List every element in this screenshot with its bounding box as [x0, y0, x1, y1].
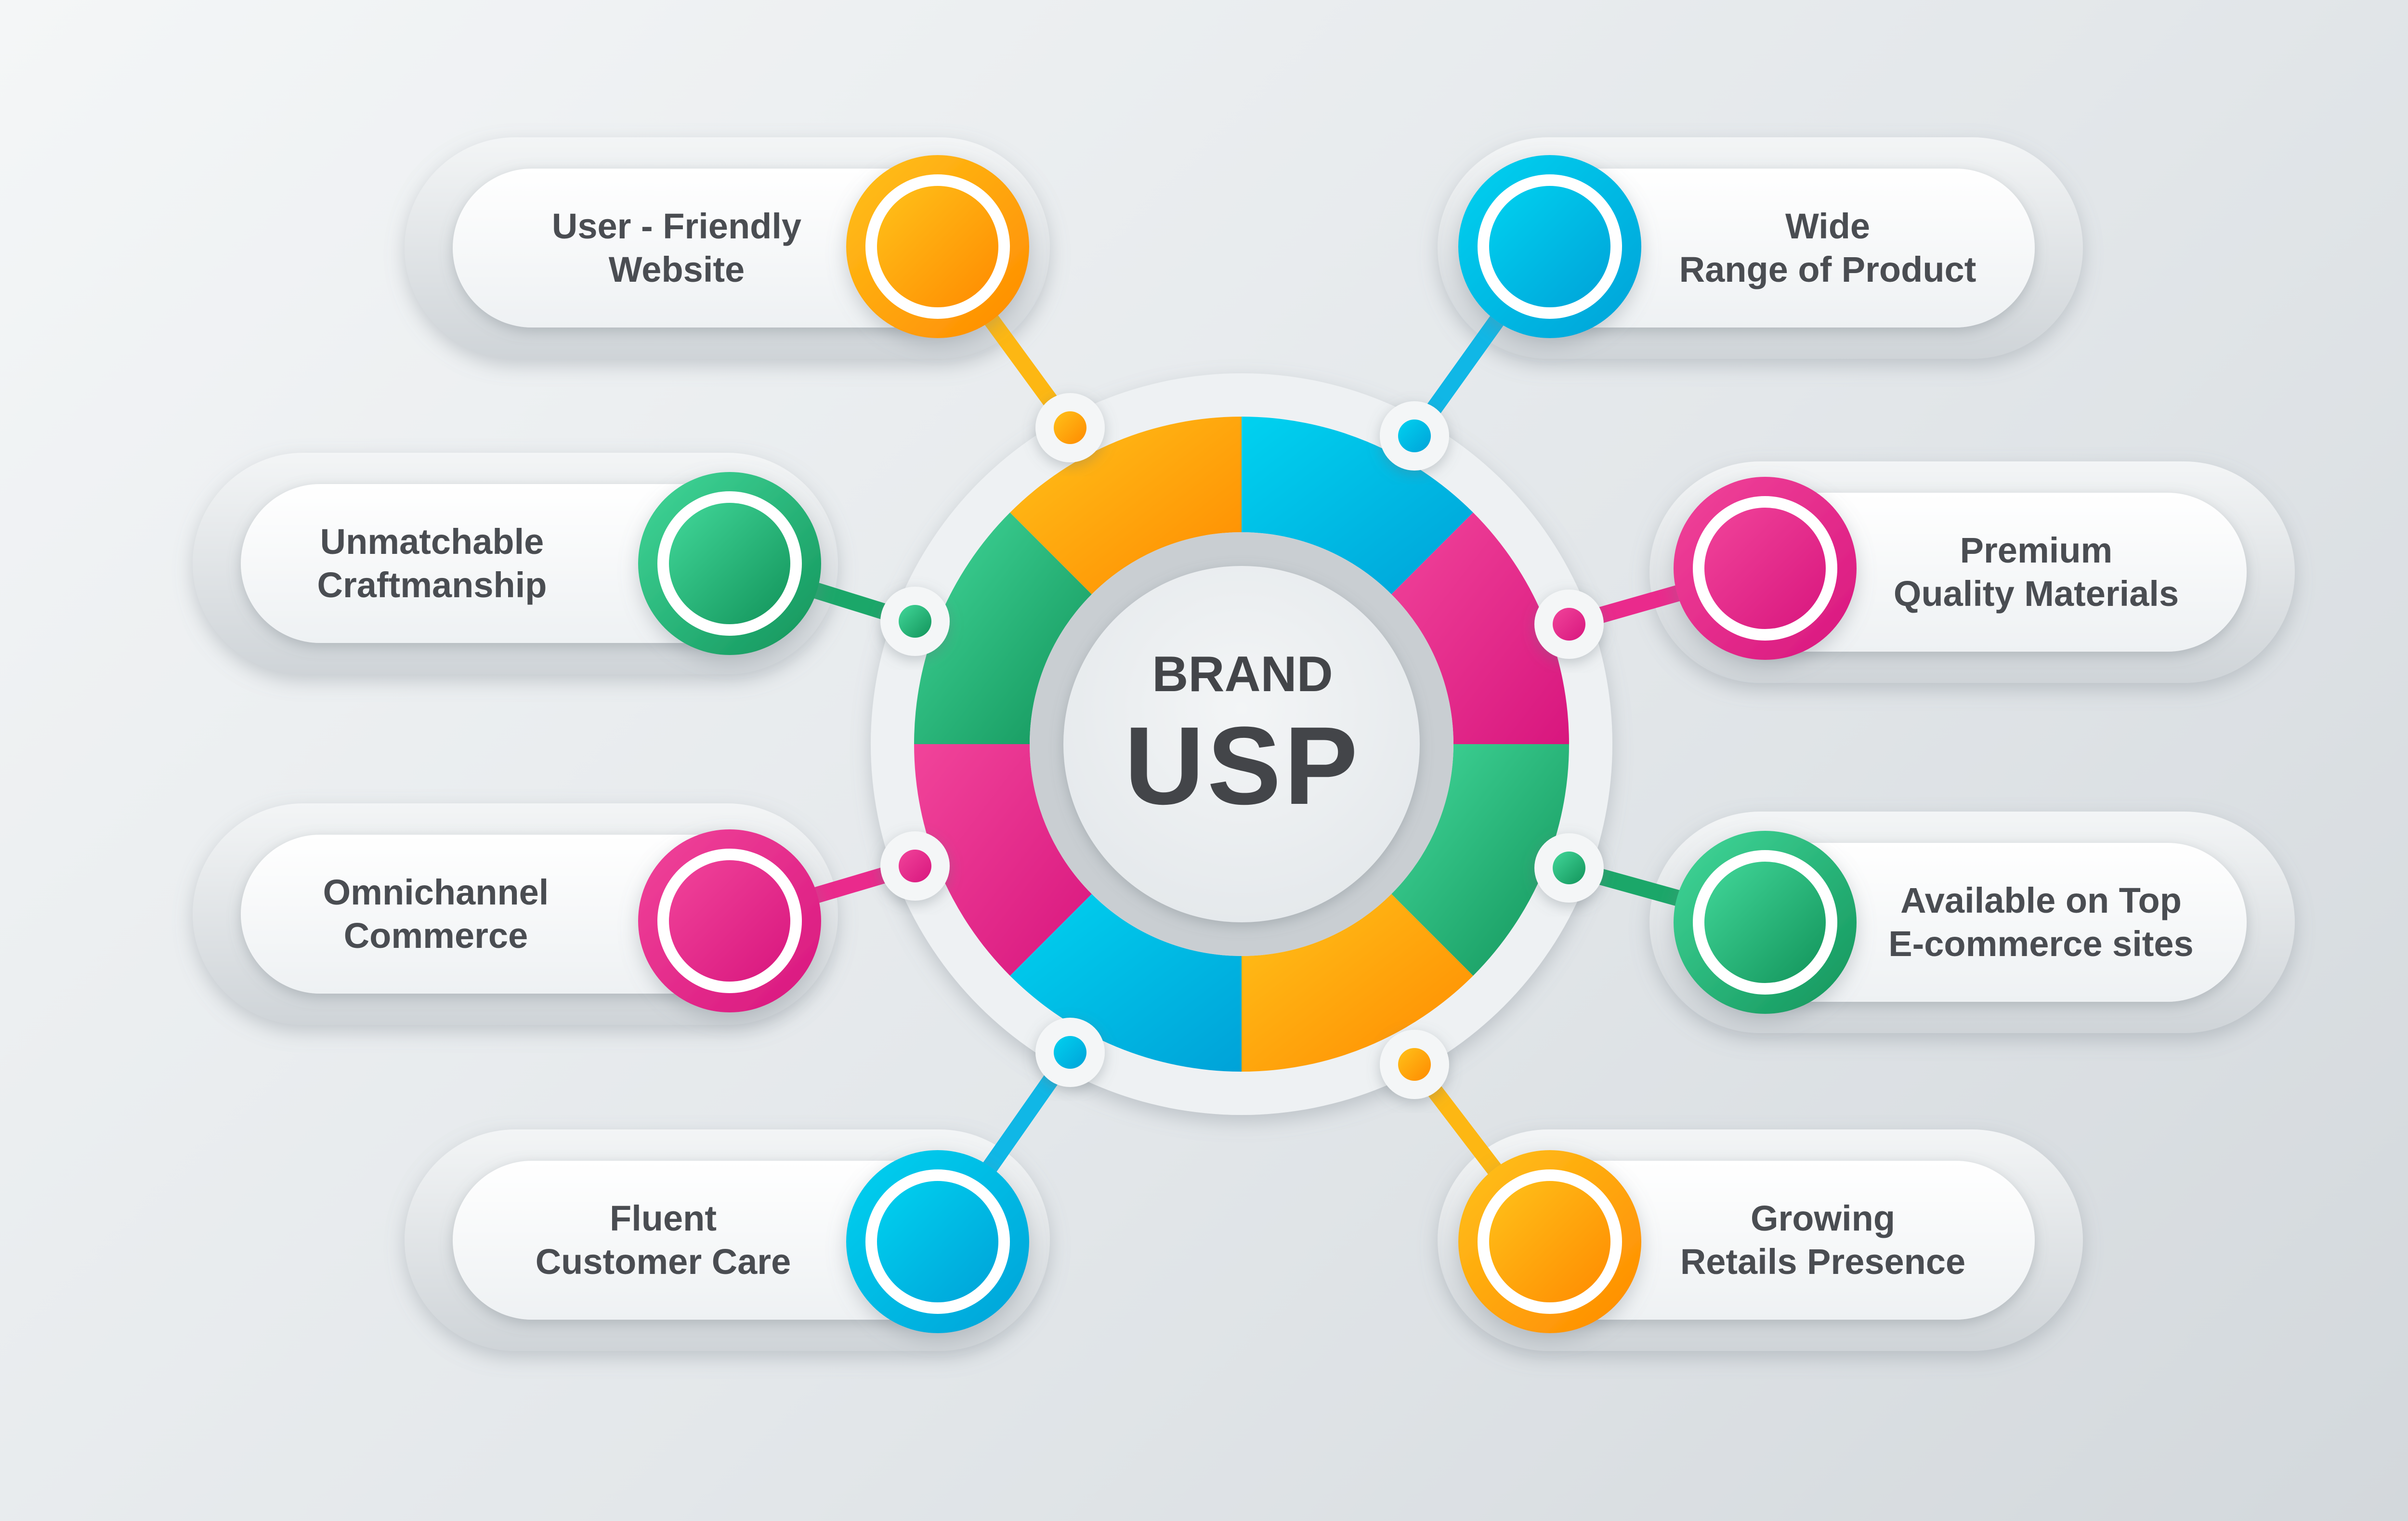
label-line: User - Friendly	[551, 206, 802, 246]
hub-segment	[1010, 417, 1242, 594]
badge-core	[1704, 508, 1826, 629]
badge-core	[669, 860, 790, 982]
connector-dot-unmatchable-craftmanship	[899, 605, 931, 638]
badge-wide-range-of-product	[1458, 155, 1641, 338]
badge-premium-quality-materials	[1674, 477, 1857, 660]
connector-dot-user-friendly-website	[1054, 411, 1086, 444]
label-line: Quality Materials	[1893, 574, 2179, 614]
label-line: Wide	[1785, 206, 1871, 246]
connector-dot-premium-quality-materials	[1553, 608, 1585, 641]
label-line: Premium	[1960, 530, 2113, 570]
label-line: Commerce	[343, 916, 528, 956]
badge-unmatchable-craftmanship	[638, 472, 821, 655]
badge-core	[1704, 862, 1826, 983]
label-line: Website	[608, 249, 745, 289]
connector-dot-growing-retails-presence	[1398, 1048, 1431, 1081]
hub-segment	[1242, 894, 1473, 1072]
badge-growing-retails-presence	[1458, 1150, 1641, 1333]
badge-core	[1489, 186, 1610, 307]
badge-available-on-top-ecommerce-sites	[1674, 831, 1857, 1014]
badge-fluent-customer-care	[846, 1150, 1029, 1333]
hub-segment	[1242, 417, 1473, 594]
connector-dot-omnichannel-commerce	[899, 850, 931, 882]
hub-segment	[914, 512, 1092, 744]
label-line: Fluent	[610, 1198, 717, 1238]
hub-center-face	[1063, 566, 1420, 922]
badge-core	[1489, 1181, 1610, 1302]
label-line: Retails Presence	[1680, 1242, 1966, 1282]
badge-user-friendly-website	[846, 155, 1029, 338]
connector-dot-wide-range-of-product	[1398, 420, 1431, 452]
badge-core	[877, 186, 998, 307]
label-line: Craftmanship	[317, 565, 547, 605]
badges-layer	[638, 155, 1857, 1333]
badge-omnichannel-commerce	[638, 829, 821, 1012]
center-title-usp: USP	[1124, 704, 1361, 827]
hub-segment	[1391, 744, 1569, 976]
hub-segment	[914, 744, 1092, 976]
label-line: E-commerce sites	[1888, 924, 2194, 964]
label-line: Available on Top	[1900, 880, 2182, 920]
label-line: Unmatchable	[320, 522, 544, 562]
center-title-brand: BRAND	[1152, 646, 1333, 702]
label-line: Growing	[1750, 1198, 1896, 1238]
hub-ring	[871, 373, 1612, 1115]
label-line: Range of Product	[1679, 249, 1976, 289]
connector-dot-fluent-customer-care	[1054, 1036, 1086, 1069]
badge-core	[877, 1181, 998, 1302]
badge-core	[669, 503, 790, 624]
label-line: Omnichannel	[323, 872, 549, 912]
hub-segment	[1391, 512, 1569, 744]
connector-dot-available-on-top-ecommerce-sites	[1553, 852, 1585, 884]
label-line: Customer Care	[535, 1242, 791, 1282]
hub-segment	[1010, 894, 1242, 1072]
